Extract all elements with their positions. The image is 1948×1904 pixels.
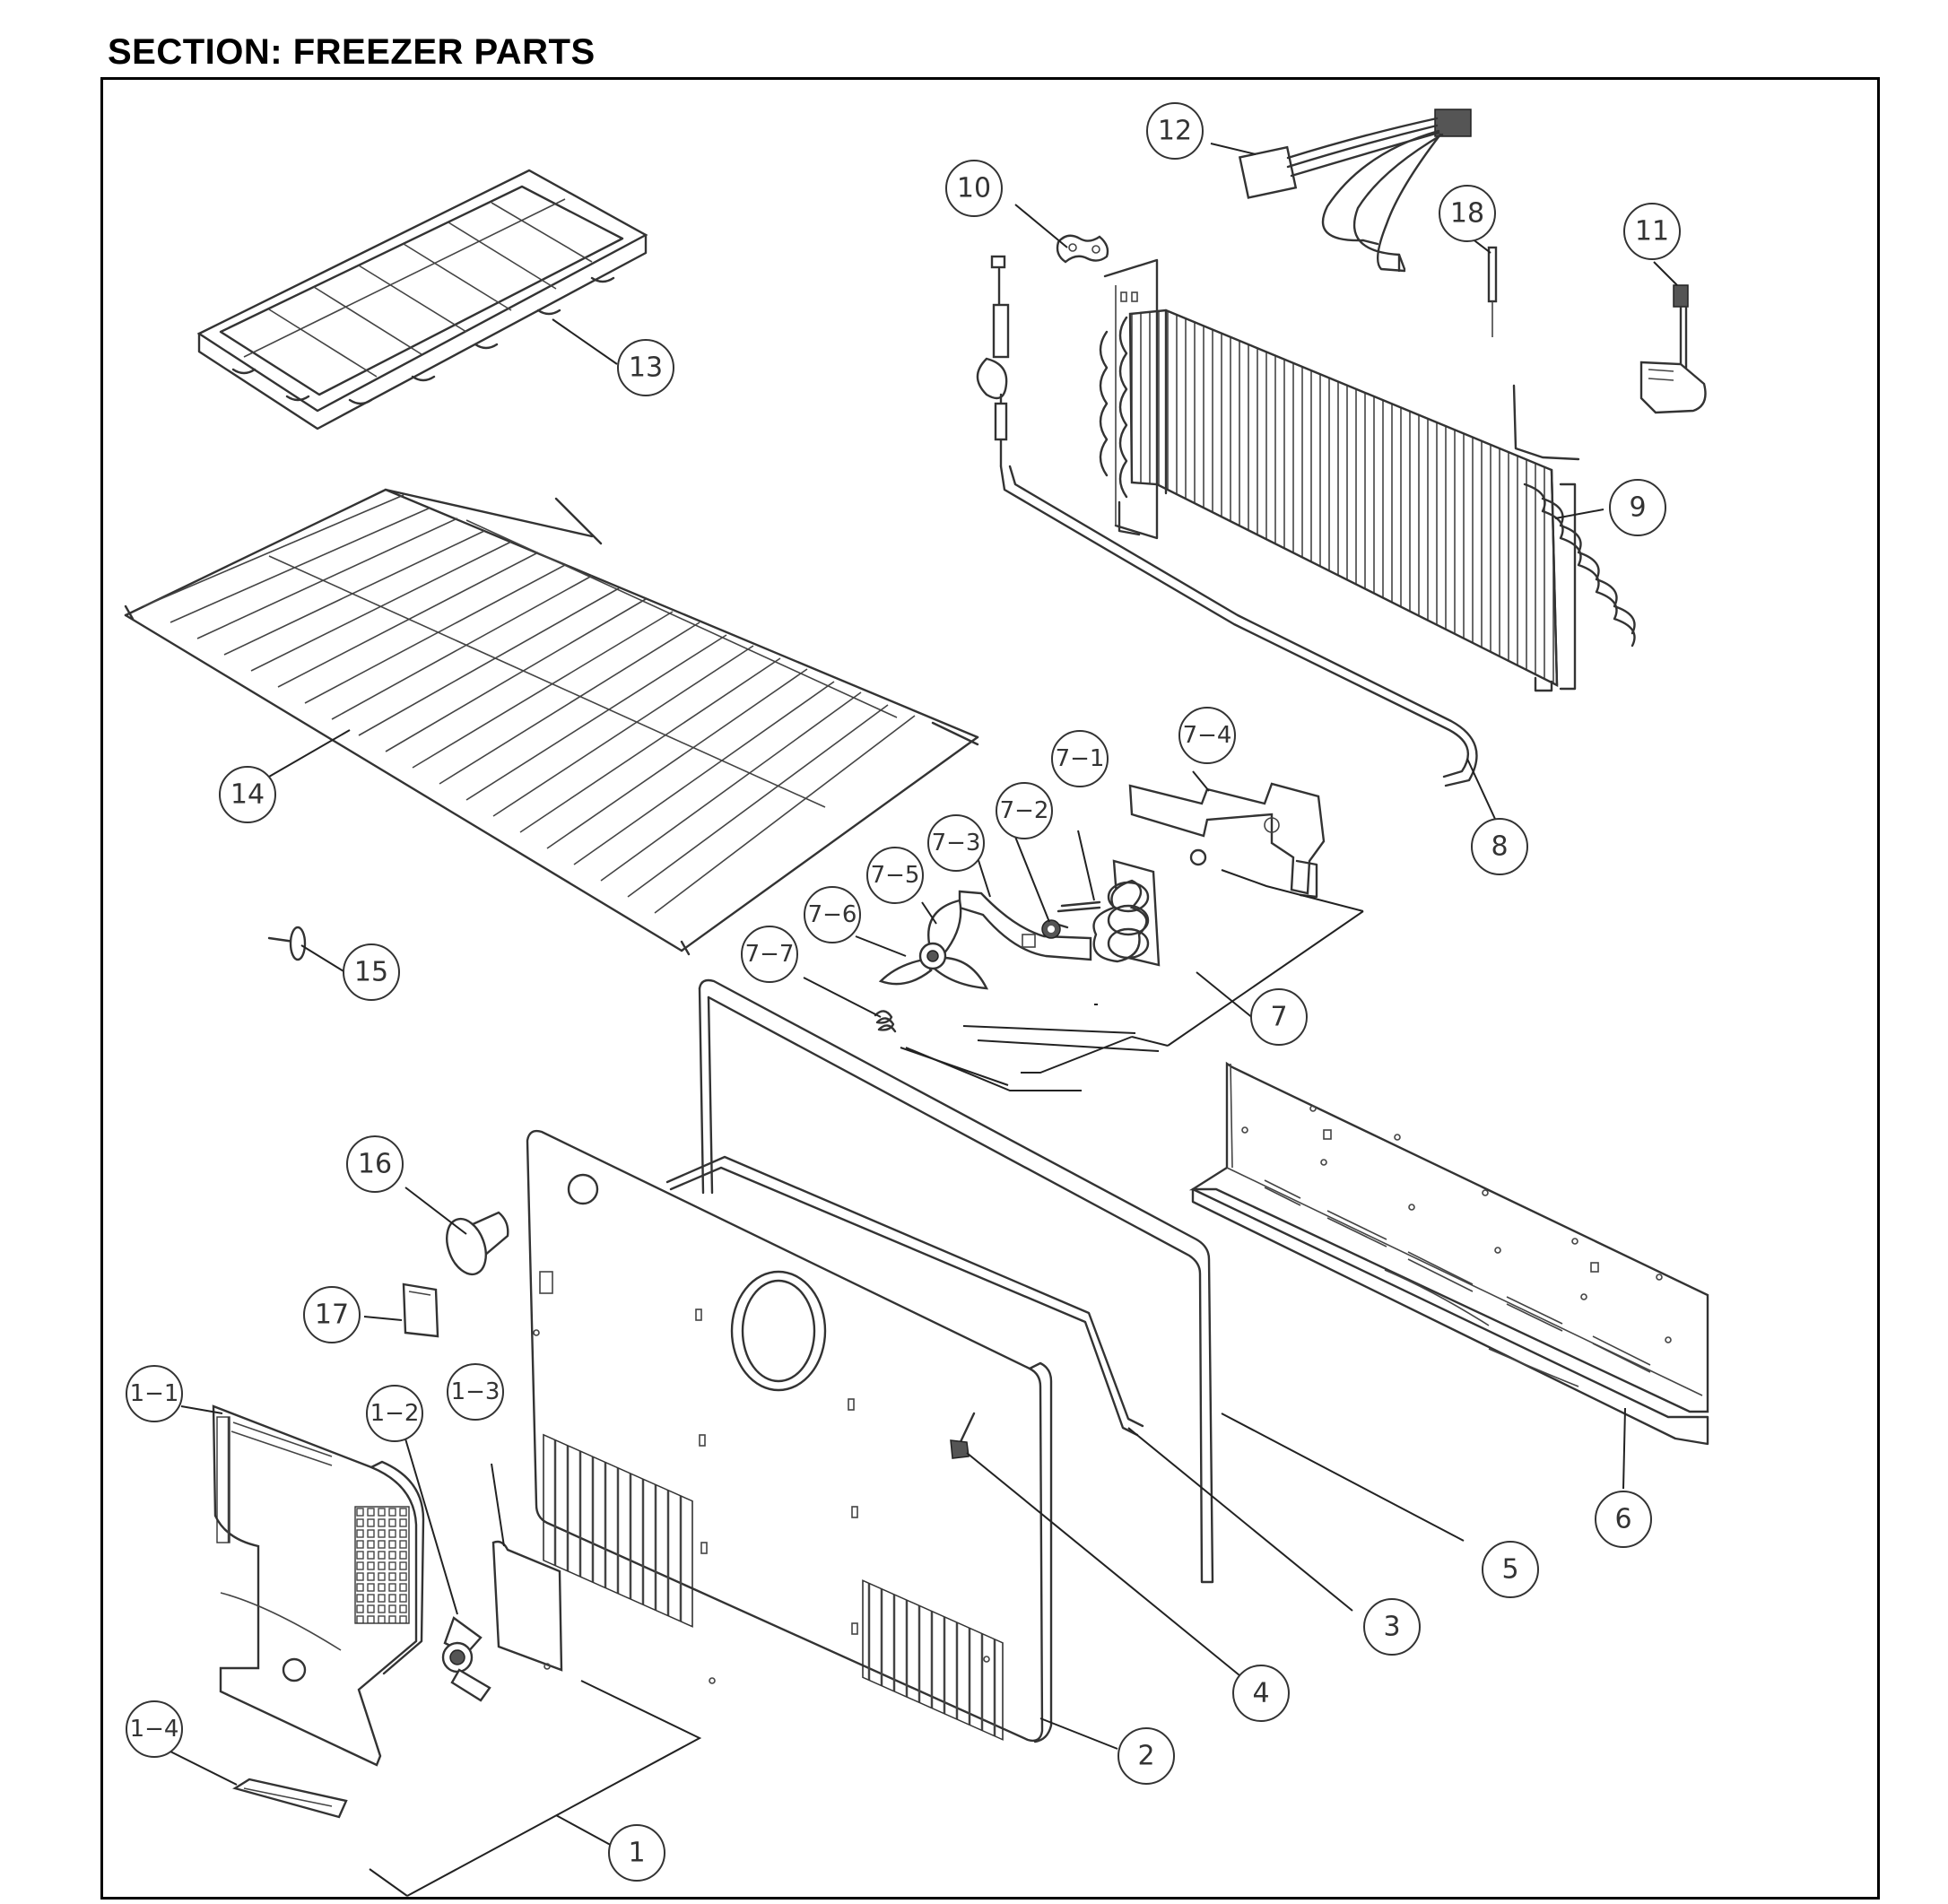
callout-bubbles: 12 10 18 11 13 9 14 7−4 7−1 8 7−2 7−3 7−… <box>126 102 1681 1882</box>
nut-part <box>1041 919 1061 939</box>
svg-text:7−1: 7−1 <box>1056 745 1105 772</box>
svg-text:6: 6 <box>1614 1504 1631 1535</box>
svg-text:2: 2 <box>1137 1741 1154 1772</box>
callout-7-2: 7−2 <box>996 782 1053 839</box>
heater-wire <box>976 255 1478 787</box>
svg-text:3: 3 <box>1383 1612 1400 1643</box>
svg-text:15: 15 <box>354 957 388 988</box>
callout-7-1: 7−1 <box>1051 730 1109 787</box>
svg-text:7−4: 7−4 <box>1183 722 1232 749</box>
callout-5: 5 <box>1482 1541 1539 1598</box>
mounting-rail <box>1188 1061 1709 1446</box>
callout-7-4: 7−4 <box>1178 707 1236 764</box>
spring-part <box>874 1010 897 1033</box>
callout-1-3: 1−3 <box>447 1363 504 1421</box>
motor-bracket <box>1128 782 1326 899</box>
callout-18: 18 <box>1439 185 1496 242</box>
ice-tray <box>196 169 648 430</box>
svg-text:9: 9 <box>1629 492 1646 524</box>
svg-text:7−6: 7−6 <box>808 901 857 928</box>
cover-assembly-group-lines <box>369 1680 702 1897</box>
pin-part <box>267 926 307 961</box>
fan-mount-plate <box>958 890 1092 961</box>
fan-blade <box>878 899 989 990</box>
leader-lines <box>161 143 1678 1848</box>
svg-text:16: 16 <box>358 1149 392 1180</box>
callout-12: 12 <box>1146 102 1204 160</box>
svg-text:1−1: 1−1 <box>130 1380 179 1407</box>
callout-1-1: 1−1 <box>126 1365 183 1422</box>
small-cover-plate <box>402 1282 439 1338</box>
callout-1: 1 <box>608 1824 665 1882</box>
callout-7-5: 7−5 <box>866 847 924 904</box>
temperature-sensor <box>1487 246 1498 337</box>
callout-3: 3 <box>1363 1598 1421 1656</box>
callout-14: 14 <box>219 766 276 823</box>
fan-cover <box>212 1404 425 1767</box>
wire-harness <box>1238 109 1472 273</box>
back-panel <box>526 1129 1053 1743</box>
panel-screw <box>950 1412 976 1459</box>
svg-text:10: 10 <box>957 173 991 204</box>
callout-7-3: 7−3 <box>927 814 985 872</box>
svg-text:1−4: 1−4 <box>130 1716 179 1743</box>
svg-text:4: 4 <box>1252 1678 1269 1709</box>
svg-text:5: 5 <box>1501 1554 1518 1586</box>
svg-text:7−3: 7−3 <box>932 830 981 856</box>
svg-text:17: 17 <box>315 1300 349 1331</box>
callout-4: 4 <box>1232 1665 1290 1722</box>
svg-text:12: 12 <box>1158 116 1192 147</box>
callout-7: 7 <box>1250 988 1308 1046</box>
callout-2: 2 <box>1117 1727 1175 1785</box>
svg-text:13: 13 <box>629 352 663 384</box>
callout-16: 16 <box>346 1135 404 1193</box>
svg-text:1: 1 <box>628 1838 645 1869</box>
knob-part <box>446 1211 509 1276</box>
damper-part <box>441 1616 491 1702</box>
thermostat <box>1639 284 1707 414</box>
svg-text:1−3: 1−3 <box>451 1378 500 1405</box>
cover-seal <box>232 1778 348 1819</box>
svg-text:8: 8 <box>1491 831 1508 863</box>
callout-11: 11 <box>1623 203 1681 260</box>
diagram-frame <box>100 77 1880 1900</box>
air-duct <box>665 1155 1144 1437</box>
callout-7-7: 7−7 <box>741 926 798 983</box>
section-title: SECTION: FREEZER PARTS <box>108 32 596 72</box>
callout-17: 17 <box>303 1286 361 1343</box>
svg-text:7: 7 <box>1270 1002 1287 1033</box>
fan-assembly-group-lines <box>900 869 1364 1091</box>
clip-part <box>1056 234 1109 264</box>
svg-text:18: 18 <box>1450 198 1484 230</box>
callout-15: 15 <box>343 943 400 1001</box>
svg-text:11: 11 <box>1635 216 1669 248</box>
callout-1-2: 1−2 <box>366 1385 423 1442</box>
callout-9: 9 <box>1609 479 1666 536</box>
gasket-frame <box>698 978 1214 1584</box>
callout-7-6: 7−6 <box>804 886 861 943</box>
callout-8: 8 <box>1471 818 1528 875</box>
svg-text:7−7: 7−7 <box>745 941 795 968</box>
wire-shelf <box>124 488 979 956</box>
evaporator <box>1099 258 1636 692</box>
fan-motor <box>1048 848 1207 967</box>
callout-6: 6 <box>1595 1491 1652 1548</box>
svg-text:7−2: 7−2 <box>1000 797 1049 824</box>
callout-10: 10 <box>945 160 1003 217</box>
callout-1-4: 1−4 <box>126 1700 183 1758</box>
svg-text:1−2: 1−2 <box>370 1400 420 1427</box>
callout-13: 13 <box>617 339 674 396</box>
svg-text:7−5: 7−5 <box>871 862 920 889</box>
svg-text:14: 14 <box>230 779 265 811</box>
